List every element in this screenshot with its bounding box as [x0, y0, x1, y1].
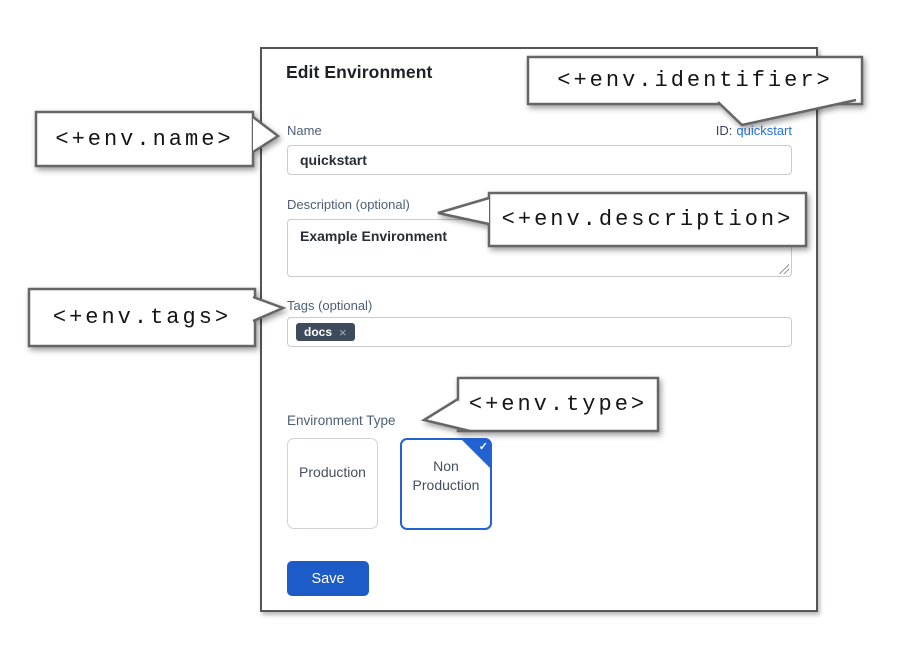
type-card-production[interactable]: Production — [287, 438, 378, 529]
callout-env-description: <+env.description> — [432, 189, 812, 251]
id-value-link[interactable]: quickstart — [736, 123, 792, 138]
callout-env-type-text: <+env.type> — [468, 392, 648, 417]
tag-remove-icon[interactable]: × — [339, 324, 347, 340]
dialog-title: Edit Environment — [286, 62, 433, 82]
tags-input[interactable]: docs × — [287, 317, 792, 347]
tags-field-label: Tags (optional) — [287, 298, 373, 313]
tag-chip-label: docs — [304, 325, 333, 339]
environment-type-label: Environment Type — [287, 413, 396, 428]
type-card-production-label: Production — [299, 464, 366, 480]
type-card-non-production-label: Non Production — [412, 458, 480, 493]
callout-env-identifier: <+env.identifier> — [524, 53, 869, 133]
edit-environment-dialog: Edit Environment Name ID: quickstart qui… — [260, 47, 818, 612]
tag-chip: docs × — [296, 323, 355, 341]
callout-env-tags-text: <+env.tags> — [52, 305, 232, 330]
description-value: Example Environment — [300, 228, 448, 244]
identifier-row: ID: quickstart — [716, 123, 792, 138]
callout-env-type: <+env.type> — [418, 374, 664, 436]
callout-env-name-text: <+env.name> — [55, 126, 234, 152]
callout-env-identifier-text: <+env.identifier> — [557, 68, 833, 93]
type-card-non-production[interactable]: Non Production ✓ — [400, 438, 492, 530]
id-label: ID: — [715, 123, 733, 138]
save-button[interactable]: Save — [287, 561, 369, 596]
callout-env-tags: <+env.tags> — [24, 285, 290, 351]
callout-env-description-text: <+env.description> — [501, 207, 794, 232]
name-input-value: quickstart — [300, 152, 367, 168]
description-field-label: Description (optional) — [287, 197, 410, 212]
name-field-label: Name — [287, 123, 322, 138]
callout-env-name: <+env.name> — [30, 108, 285, 172]
textarea-resize-handle[interactable] — [779, 264, 789, 274]
check-icon: ✓ — [478, 441, 488, 453]
name-input[interactable]: quickstart — [287, 145, 792, 175]
